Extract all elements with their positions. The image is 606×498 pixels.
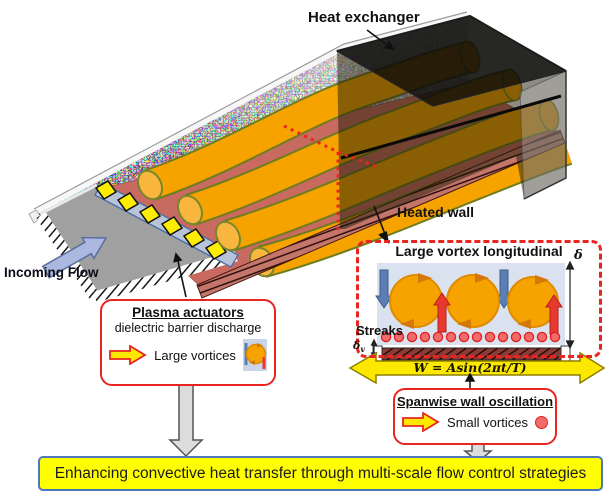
conclusion-banner: Enhancing convective heat transfer throu… [38, 456, 603, 491]
large-vortices-label: Large vortices [154, 347, 236, 363]
connector-arrows [173, 29, 395, 298]
incoming-flow-label: Incoming Flow [4, 265, 99, 280]
large-vortex-icon [389, 273, 559, 329]
delta-v-label: δv [353, 339, 365, 354]
vortex-inset [348, 260, 606, 388]
plasma-actuator-electrodes [94, 180, 228, 260]
wall-oscillation-formula: W = Asin(2πt/T) [413, 360, 527, 375]
inset-title: Large vortex longitudinal [395, 243, 563, 259]
inset-pointer [464, 372, 476, 388]
streak-dots [380, 331, 561, 343]
heat-exchanger-label: Heat exchanger [308, 9, 420, 26]
small-vortex-dot-icon [534, 415, 548, 429]
large-vortex-icon [242, 339, 267, 371]
delta-label: δ [574, 248, 583, 263]
spanwise-callout-title: Spanwise wall oscillation [396, 394, 554, 409]
yellow-arrow-icon [402, 412, 440, 432]
heated-wall-label: Heated wall [397, 204, 475, 220]
oscillating-wall-bar [376, 347, 568, 361]
upwash-arrow-icon [433, 292, 563, 335]
plasma-actuators-callout: Plasma actuators dielectric barrier disc… [100, 299, 276, 386]
w-oscillation-arrow-icon [348, 351, 606, 385]
yellow-arrow-icon [109, 345, 147, 365]
plasma-actuator-strip [94, 180, 239, 268]
small-vortices-label: Small vortices [447, 414, 528, 430]
plasma-callout-subtitle: dielectric barrier discharge [114, 321, 262, 335]
heat-exchanger-box [335, 14, 568, 229]
delta-v-sub: v [360, 344, 365, 355]
spanwise-oscillation-callout: Spanwise wall oscillation Small vortices [393, 388, 557, 445]
streaks-label: Streaks [356, 323, 403, 338]
incoming-flow-arrow-icon [41, 236, 108, 279]
plasma-callout-title: Plasma actuators [132, 305, 244, 320]
cross-section-marker [283, 124, 381, 233]
